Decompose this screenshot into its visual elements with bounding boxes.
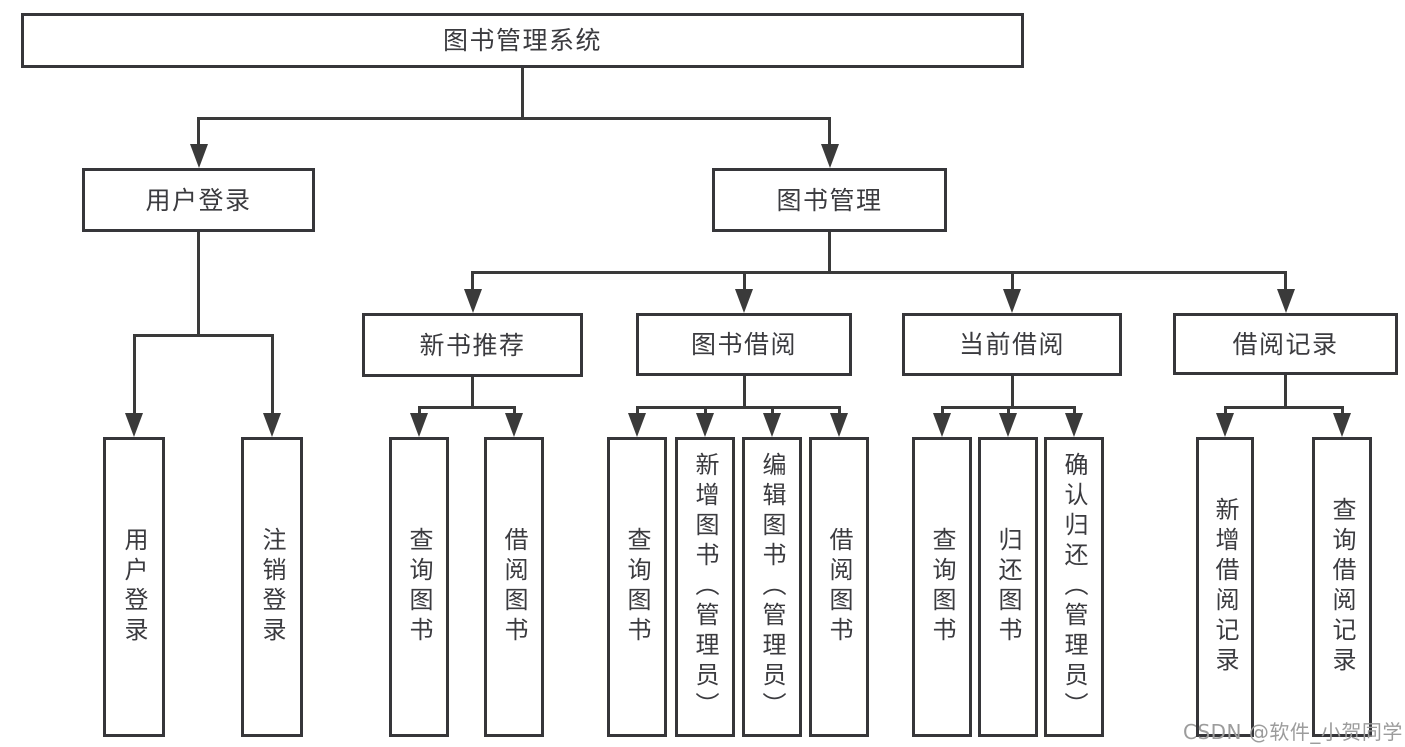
node-label-return-books: 归还图书 — [994, 527, 1022, 647]
node-label-add-books-admin: 新增图书（管理员） — [691, 452, 719, 722]
node-logout-action: 注销登录 — [241, 437, 303, 737]
connector-drop-user-login-action — [132, 335, 136, 415]
connector-drop-edit-books-admin — [770, 407, 774, 415]
connector-drop-borrow-books-recommend — [512, 407, 516, 415]
connector-rail-book-borrowing — [635, 405, 841, 409]
node-user-login-action: 用户登录 — [103, 437, 165, 737]
connector-rail-user-login — [132, 333, 274, 337]
node-add-books-admin: 新增图书（管理员） — [675, 437, 735, 737]
connector-stem-new-book-recommendation — [471, 375, 474, 409]
connector-arrowhead-down-logout-action — [263, 413, 281, 437]
node-borrowing-records: 借阅记录 — [1173, 313, 1398, 375]
node-label-borrow-books-recommend: 借阅图书 — [500, 527, 528, 647]
node-query-books-recommend: 查询图书 — [389, 437, 449, 737]
connector-drop-borrow-books-borrowing — [837, 407, 841, 415]
node-label-new-book-recommendation: 新书推荐 — [419, 330, 526, 360]
connector-arrowhead-down-book-borrowing — [735, 289, 753, 313]
node-label-book-management: 图书管理 — [776, 185, 883, 215]
node-label-logout-action: 注销登录 — [258, 527, 286, 647]
node-query-books-borrowing: 查询图书 — [607, 437, 667, 737]
node-label-book-borrowing: 图书借阅 — [690, 330, 797, 359]
connector-arrowhead-down-add-books-admin — [696, 413, 714, 437]
connector-stem-borrowing-records — [1284, 373, 1287, 409]
connector-arrowhead-down-edit-books-admin — [763, 413, 781, 437]
node-label-add-borrowing-record: 新增借阅记录 — [1211, 497, 1239, 677]
node-query-borrowing-record: 查询借阅记录 — [1312, 437, 1372, 737]
connector-arrowhead-down-query-borrowing-record — [1333, 413, 1351, 437]
connector-drop-book-management — [828, 118, 831, 146]
connector-rail-library-management-system — [197, 116, 831, 120]
connector-drop-query-books-borrowing — [635, 407, 639, 415]
connector-arrowhead-down-query-books-borrowing — [628, 413, 646, 437]
connector-rail-new-book-recommendation — [417, 405, 516, 409]
node-book-management: 图书管理 — [712, 168, 947, 232]
node-borrow-books-recommend: 借阅图书 — [484, 437, 544, 737]
connector-drop-user-login — [197, 118, 200, 146]
connector-drop-add-books-admin — [703, 407, 707, 415]
connector-stem-user-login — [197, 230, 200, 337]
connector-drop-book-borrowing — [742, 272, 746, 291]
node-current-borrowing: 当前借阅 — [902, 313, 1122, 376]
node-label-query-borrowing-record: 查询借阅记录 — [1328, 497, 1356, 677]
connector-arrowhead-down-current-borrowing — [1003, 289, 1021, 313]
connector-arrowhead-down-borrowing-records — [1276, 289, 1295, 313]
node-new-book-recommendation: 新书推荐 — [362, 313, 583, 377]
connector-arrowhead-down-borrow-books-recommend — [505, 413, 523, 437]
node-edit-books-admin: 编辑图书（管理员） — [742, 437, 802, 737]
connector-drop-logout-action — [270, 335, 274, 415]
node-return-books: 归还图书 — [978, 437, 1038, 737]
node-label-borrowing-records: 借阅记录 — [1232, 329, 1339, 359]
connector-drop-query-books-recommend — [417, 407, 421, 415]
node-label-user-login: 用户登录 — [145, 185, 252, 215]
connector-arrowhead-down-user-login — [189, 144, 208, 168]
connector-arrowhead-down-confirm-return-admin — [1065, 413, 1083, 437]
connector-arrowhead-down-borrow-books-borrowing — [830, 413, 848, 437]
node-label-query-books-borrowing: 查询图书 — [623, 527, 651, 647]
node-book-borrowing: 图书借阅 — [636, 313, 852, 376]
node-label-borrow-books-borrowing: 借阅图书 — [825, 527, 853, 647]
connector-stem-book-borrowing — [742, 374, 746, 409]
node-label-current-borrowing: 当前借阅 — [958, 330, 1065, 359]
node-query-books-current: 查询图书 — [912, 437, 972, 737]
connector-rail-book-management — [471, 270, 1287, 274]
connector-rail-borrowing-records — [1223, 405, 1344, 409]
node-label-query-books-recommend: 查询图书 — [405, 527, 433, 647]
connector-drop-borrowing-records — [1284, 272, 1287, 291]
connector-arrowhead-down-user-login-action — [125, 413, 143, 437]
connector-arrowhead-down-book-management — [820, 144, 839, 168]
connector-drop-add-borrowing-record — [1223, 407, 1227, 415]
connector-arrowhead-down-return-books — [999, 413, 1017, 437]
node-label-edit-books-admin: 编辑图书（管理员） — [758, 452, 786, 722]
node-confirm-return-admin: 确认归还（管理员） — [1044, 437, 1104, 737]
connector-arrowhead-down-query-books-recommend — [410, 413, 428, 437]
connector-drop-current-borrowing — [1010, 272, 1014, 291]
node-label-query-books-current: 查询图书 — [928, 527, 956, 647]
node-borrow-books-borrowing: 借阅图书 — [809, 437, 869, 737]
connector-stem-current-borrowing — [1010, 374, 1014, 409]
node-label-user-login-action: 用户登录 — [120, 527, 148, 647]
connector-stem-library-management-system — [521, 66, 524, 120]
connector-drop-query-borrowing-record — [1340, 407, 1344, 415]
node-add-borrowing-record: 新增借阅记录 — [1196, 437, 1254, 737]
connector-drop-new-book-recommendation — [471, 272, 474, 291]
node-label-library-management-system: 图书管理系统 — [442, 26, 602, 55]
connector-drop-confirm-return-admin — [1072, 407, 1076, 415]
node-label-confirm-return-admin: 确认归还（管理员） — [1060, 452, 1088, 722]
node-library-management-system: 图书管理系统 — [21, 13, 1024, 68]
connector-drop-query-books-current — [940, 407, 944, 415]
connector-drop-return-books — [1006, 407, 1010, 415]
connector-arrowhead-down-add-borrowing-record — [1216, 413, 1234, 437]
connector-arrowhead-down-new-book-recommendation — [463, 289, 482, 313]
watermark: CSDN @软件_小贺同学 — [1183, 720, 1403, 744]
connector-stem-book-management — [828, 230, 831, 274]
node-user-login: 用户登录 — [82, 168, 315, 232]
connector-arrowhead-down-query-books-current — [933, 413, 951, 437]
